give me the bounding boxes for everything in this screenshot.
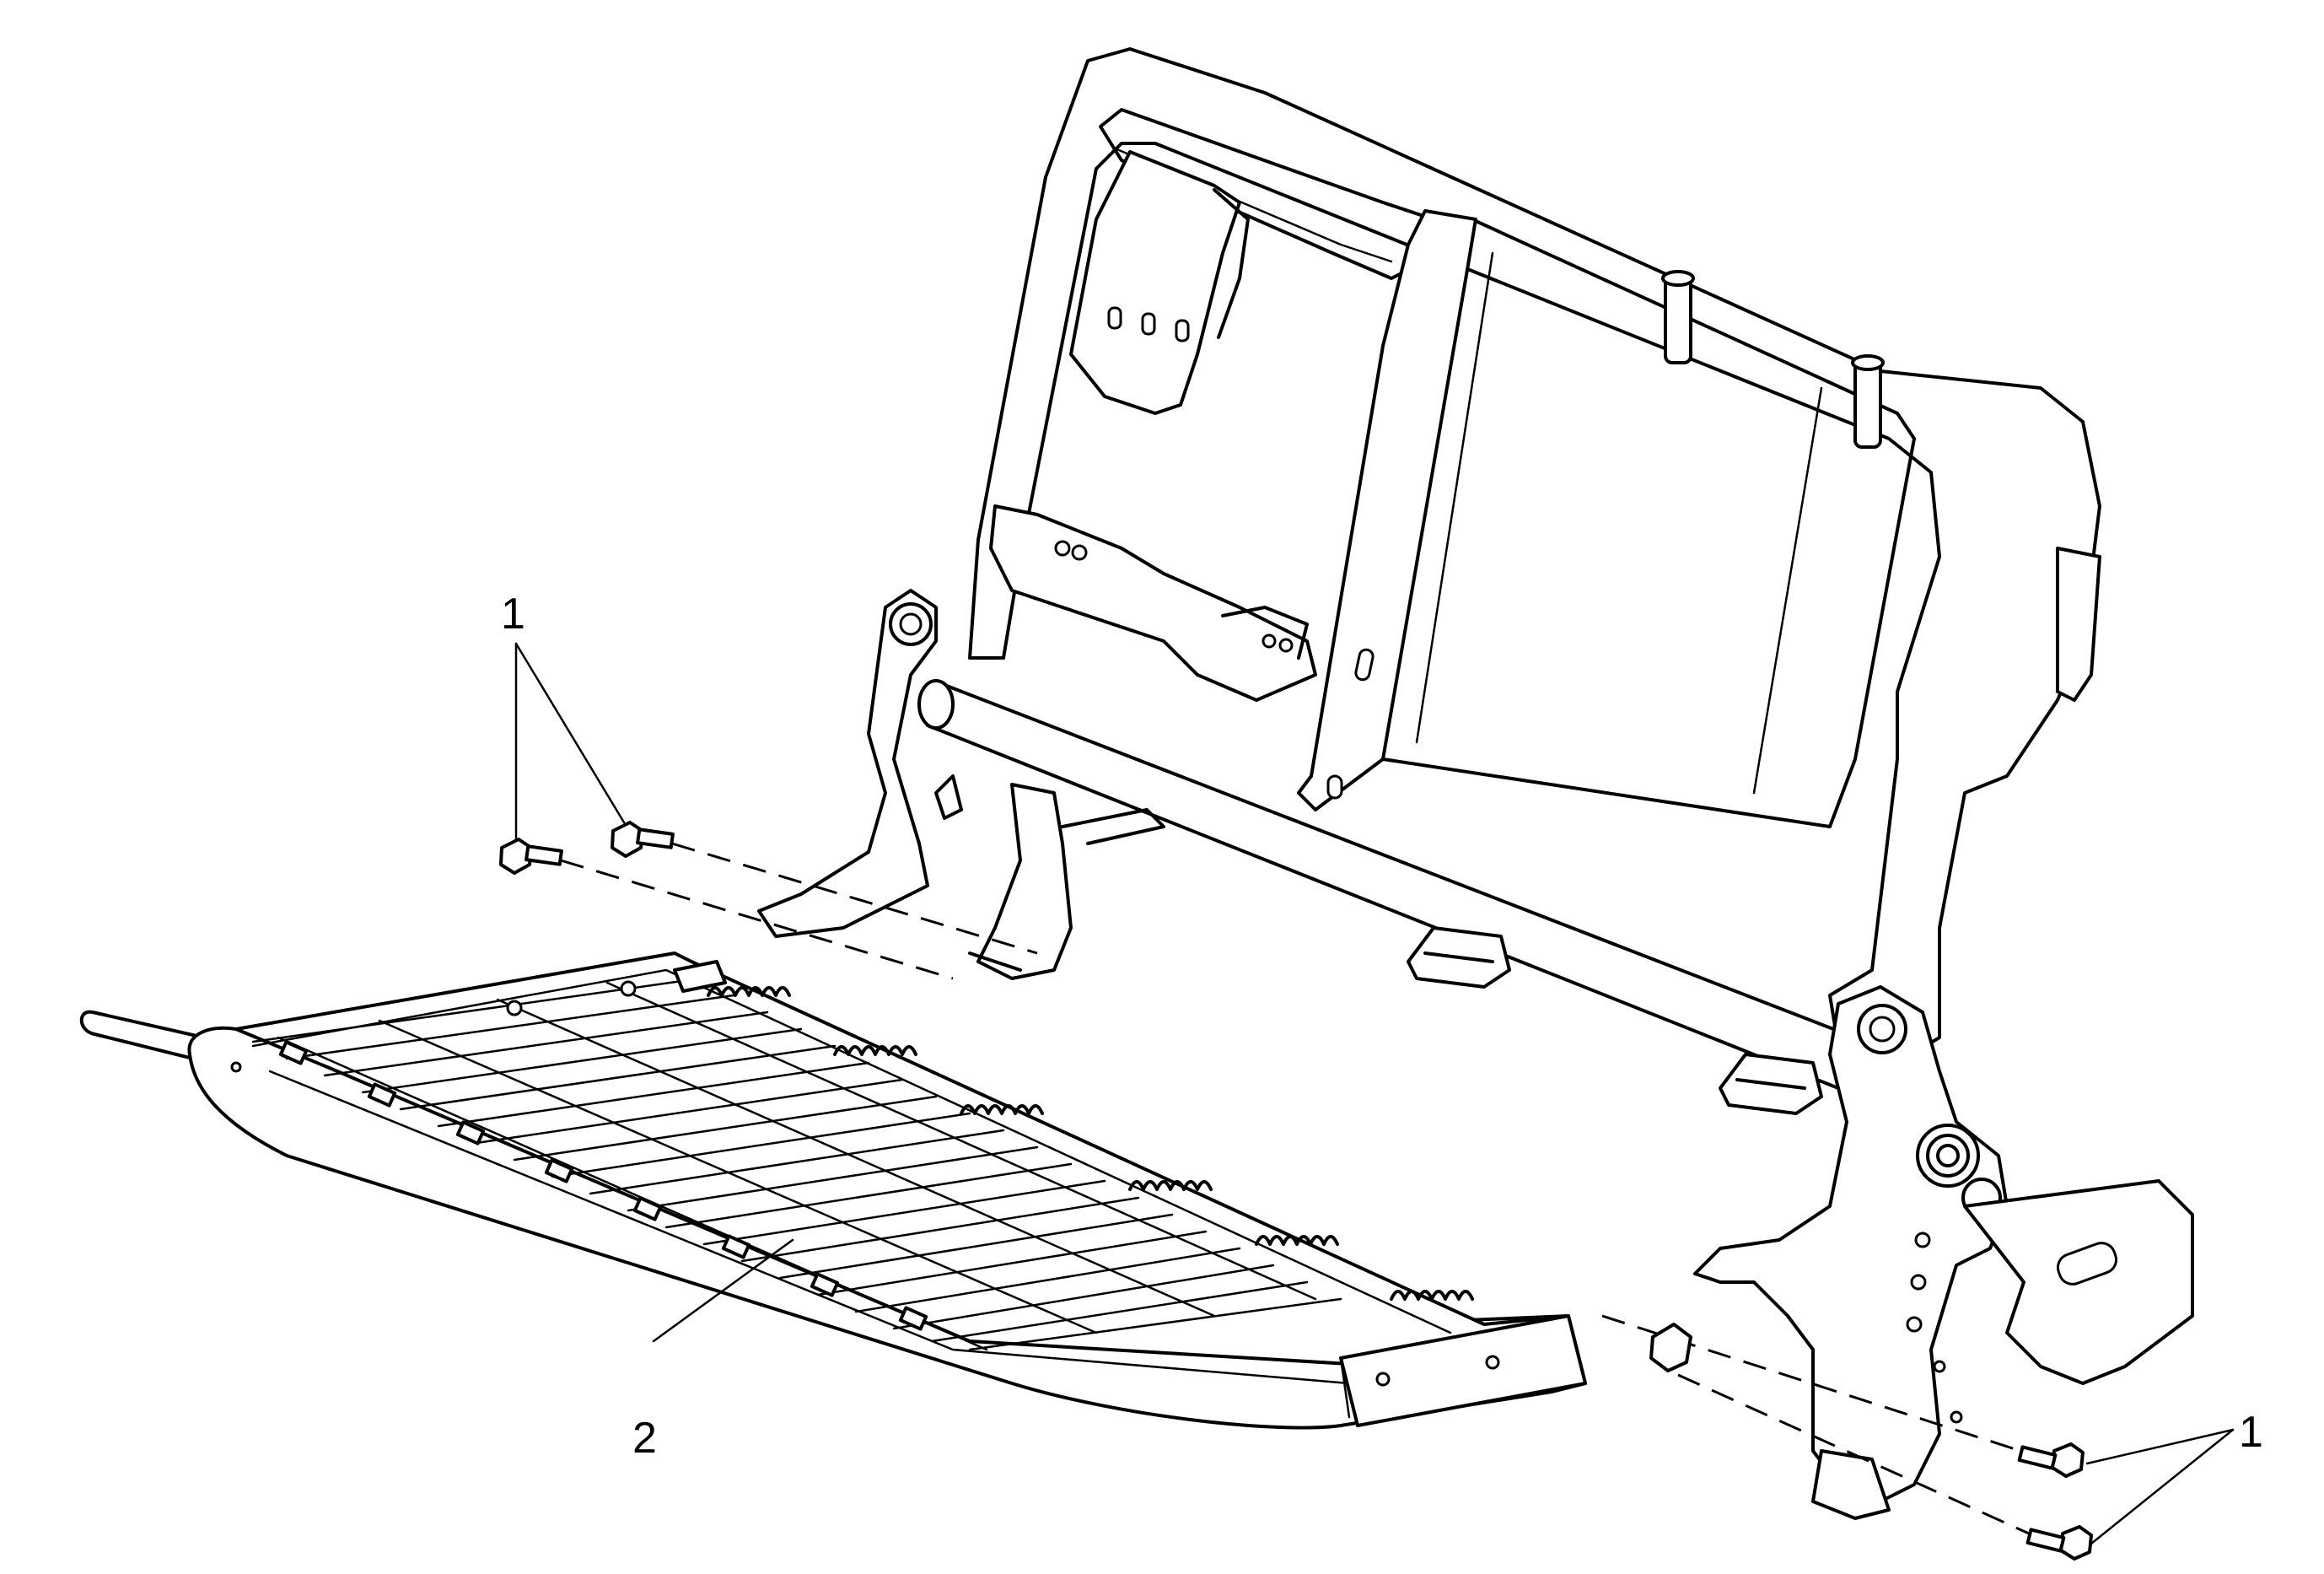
right-recliner-bracket	[1693, 985, 2194, 1520]
alignment-line-left-1	[560, 859, 954, 980]
bolts-left	[499, 821, 675, 875]
left-hinge-bracket	[757, 589, 1165, 980]
leader-lines	[514, 642, 2235, 1545]
alignment-line-left-2	[671, 842, 1038, 955]
seat-latch-feet	[1407, 926, 1823, 1115]
seat-cushion-frame	[79, 951, 1587, 1430]
callout-seat-cushion-frame: 2	[632, 1414, 657, 1463]
seat-back-frame	[968, 47, 2101, 1065]
alignment-line-right-2	[1677, 1373, 2030, 1535]
callout-bolts-left: 1	[501, 590, 525, 639]
bolts-right	[2017, 1442, 2093, 1561]
callout-bolts-right: 1	[2239, 1408, 2263, 1457]
right-bushing	[1649, 1323, 1692, 1372]
